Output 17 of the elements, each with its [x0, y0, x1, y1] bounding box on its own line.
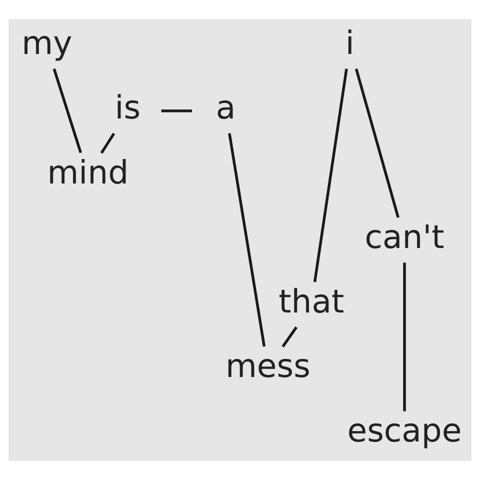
- node-text: mind: [47, 153, 129, 192]
- connector: [228, 133, 266, 347]
- node-text: that: [278, 282, 344, 320]
- connector: [354, 68, 400, 218]
- node-text: is: [114, 88, 141, 127]
- node-text: can't: [364, 218, 444, 256]
- connector: [52, 68, 82, 154]
- connector: [100, 132, 116, 154]
- connector: [161, 110, 192, 112]
- node-text: i: [345, 24, 354, 62]
- node-text: a: [216, 88, 236, 127]
- node-text: mess: [225, 346, 310, 385]
- node-text: my: [22, 24, 72, 62]
- node-text: escape: [347, 412, 462, 450]
- connector: [282, 326, 298, 348]
- connector: [313, 68, 348, 282]
- connector: [403, 262, 406, 412]
